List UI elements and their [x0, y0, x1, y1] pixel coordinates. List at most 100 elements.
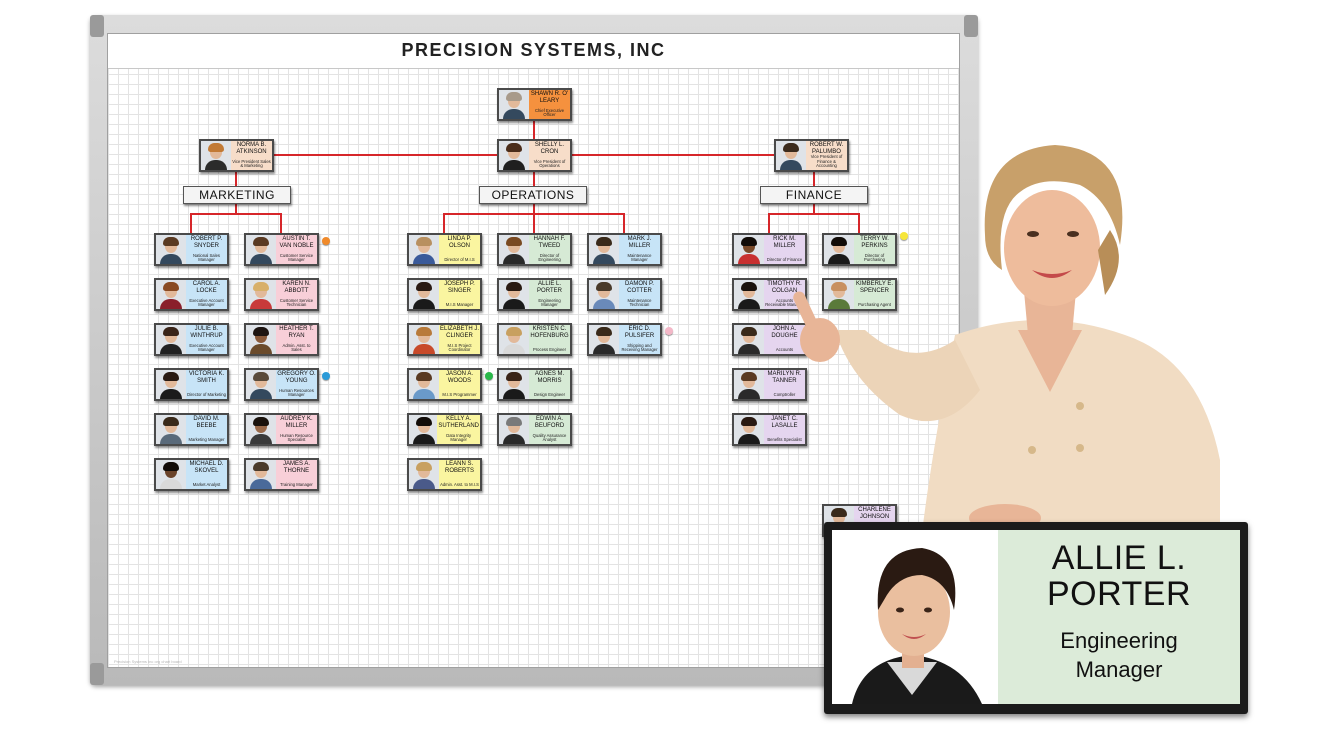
- card-name: JANET C. LASALLE: [771, 416, 798, 429]
- portrait-photo: [734, 280, 764, 309]
- portrait-photo: [589, 280, 619, 309]
- presenter-illustration: [793, 145, 1220, 550]
- card-title: Admin. Asst. to Sales: [282, 342, 311, 353]
- portrait-photo: [409, 460, 439, 489]
- card-name: RICK M. MILLER: [773, 236, 796, 249]
- portrait-photo: [499, 90, 529, 119]
- frame-corner-cap: [90, 15, 104, 37]
- card-title: Engineering Manager: [538, 297, 561, 308]
- card-name: LINDA P. OLSON: [447, 236, 472, 249]
- card-title: Process Engineer: [532, 347, 567, 353]
- card-name: MARILYN R. TANNER: [767, 371, 802, 384]
- card-title: Director of Marketing: [187, 392, 226, 398]
- portrait-photo: [589, 235, 619, 264]
- card-staff-marketing[interactable]: HEATHER T. RYAN Admin. Asst. to Sales: [244, 323, 319, 356]
- dept-header-operations: OPERATIONS: [479, 186, 587, 204]
- connector-line: [235, 204, 237, 214]
- board-title: PRECISION SYSTEMS, INC: [401, 40, 666, 60]
- connector-line: [190, 213, 192, 233]
- card-title: Training Manager: [280, 482, 313, 488]
- portrait-photo: [499, 370, 529, 399]
- card-title: Director of Purchasing: [864, 252, 885, 263]
- connector-line: [443, 213, 445, 233]
- portrait-photo: [156, 325, 186, 354]
- portrait-photo: [776, 141, 806, 170]
- portrait-photo: [824, 235, 854, 264]
- portrait-photo: [734, 415, 764, 444]
- name-plate-text: ALLIE L. PORTER Engineering Manager: [998, 530, 1240, 704]
- card-name: TIMOTHY R. COLGAN: [767, 281, 802, 294]
- portrait-photo: [499, 325, 529, 354]
- card-name: EDWIN A. BEUFORD: [534, 416, 565, 429]
- plate-title-line1: Engineering: [1060, 628, 1178, 653]
- card-name: HEATHER T. RYAN: [279, 326, 314, 339]
- card-title: Maintenance Manager: [627, 252, 652, 263]
- connector-line: [768, 213, 770, 233]
- frame-corner-cap: [964, 15, 978, 37]
- connector-line: [533, 172, 535, 186]
- card-name: LEANN S. ROBERTS: [445, 461, 474, 474]
- card-title: Data Integrity Manager: [446, 432, 472, 443]
- plate-name-line1: ALLIE L.: [1051, 539, 1187, 577]
- portrait-photo: [409, 370, 439, 399]
- portrait-photo: [499, 235, 529, 264]
- connector-line: [623, 213, 625, 233]
- card-title: Customer Service Technician: [279, 297, 314, 308]
- card-name: JULIE B. WINTHRUP: [190, 326, 223, 339]
- card-staff-marketing[interactable]: JULIE B. WINTHRUP Executive Account Manag…: [154, 323, 229, 356]
- portrait-photo: [246, 280, 276, 309]
- card-title: Vice President of Finance & Accounting: [810, 154, 843, 169]
- card-title: Shipping and Receiving Manager: [621, 342, 658, 353]
- portrait-photo: [734, 370, 764, 399]
- green-magnet-dot: [485, 372, 493, 380]
- portrait-photo: [201, 141, 231, 170]
- card-title: Executive Account Manager: [189, 342, 224, 353]
- portrait-photo: [409, 415, 438, 444]
- card-name: ELIZABETH J. CLINGER: [440, 326, 480, 339]
- card-name: CAROL A. LOCKE: [192, 281, 221, 294]
- card-name: AGNES M. MORRIS: [534, 371, 565, 384]
- card-title: Human Resources Manager: [279, 387, 314, 398]
- plate-name-line2: PORTER: [1046, 575, 1192, 613]
- card-name: KIMBERLY E. SPENCER: [855, 281, 894, 294]
- card-title: Market Analyst: [192, 482, 221, 488]
- enlarged-name-plate: ALLIE L. PORTER Engineering Manager: [824, 522, 1248, 714]
- card-title: Maintenance Technician: [627, 297, 652, 308]
- card-name: JOHN A. DOUGHE: [771, 326, 798, 339]
- connector-line: [533, 204, 535, 214]
